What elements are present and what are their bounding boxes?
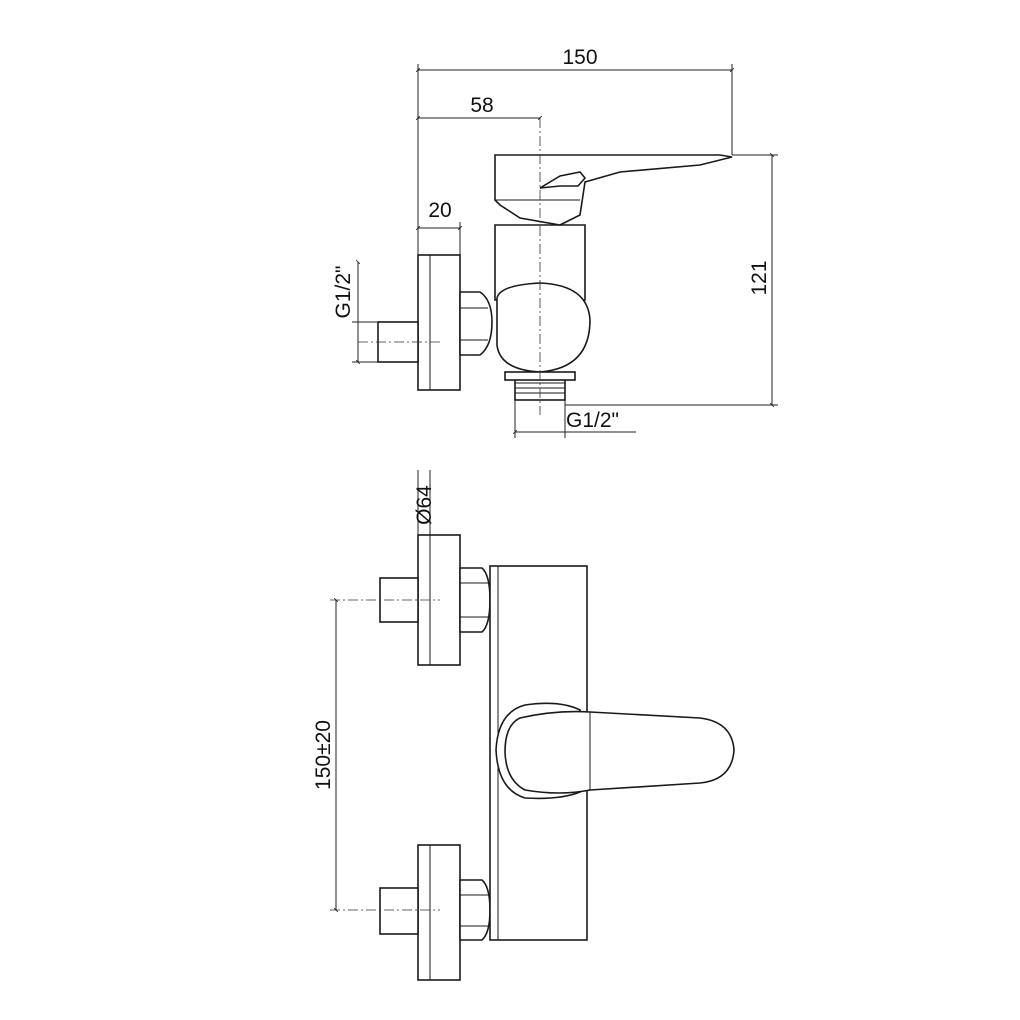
hex-nut: [459, 291, 493, 356]
dim-flange-diameter: Ø64: [413, 485, 436, 525]
lever-handle: [494, 154, 733, 226]
cartridge-housing: [496, 282, 591, 373]
dim-flange-depth: 20: [428, 199, 451, 222]
lower-flange: [417, 844, 461, 981]
lower-inlet-pipe: [379, 887, 419, 935]
dim-wall-to-axis: 58: [470, 94, 493, 117]
dim-inlet-thread: G1/2": [332, 266, 355, 319]
dim-overall-length: 150: [562, 46, 597, 69]
dim-inlet-spacing: 150±20: [312, 720, 335, 790]
dim-height: 121: [748, 260, 771, 295]
lever-handle-front: [504, 710, 735, 794]
dim-outlet-thread: G1/2": [566, 409, 619, 432]
lower-hex-nut: [459, 879, 491, 941]
upper-hex-nut: [459, 567, 491, 633]
front-view: 150±20 Ø64: [312, 470, 735, 981]
side-view: 150 58 20 121 G1/2" G1/2": [332, 46, 778, 438]
wall-flange: [417, 254, 461, 391]
